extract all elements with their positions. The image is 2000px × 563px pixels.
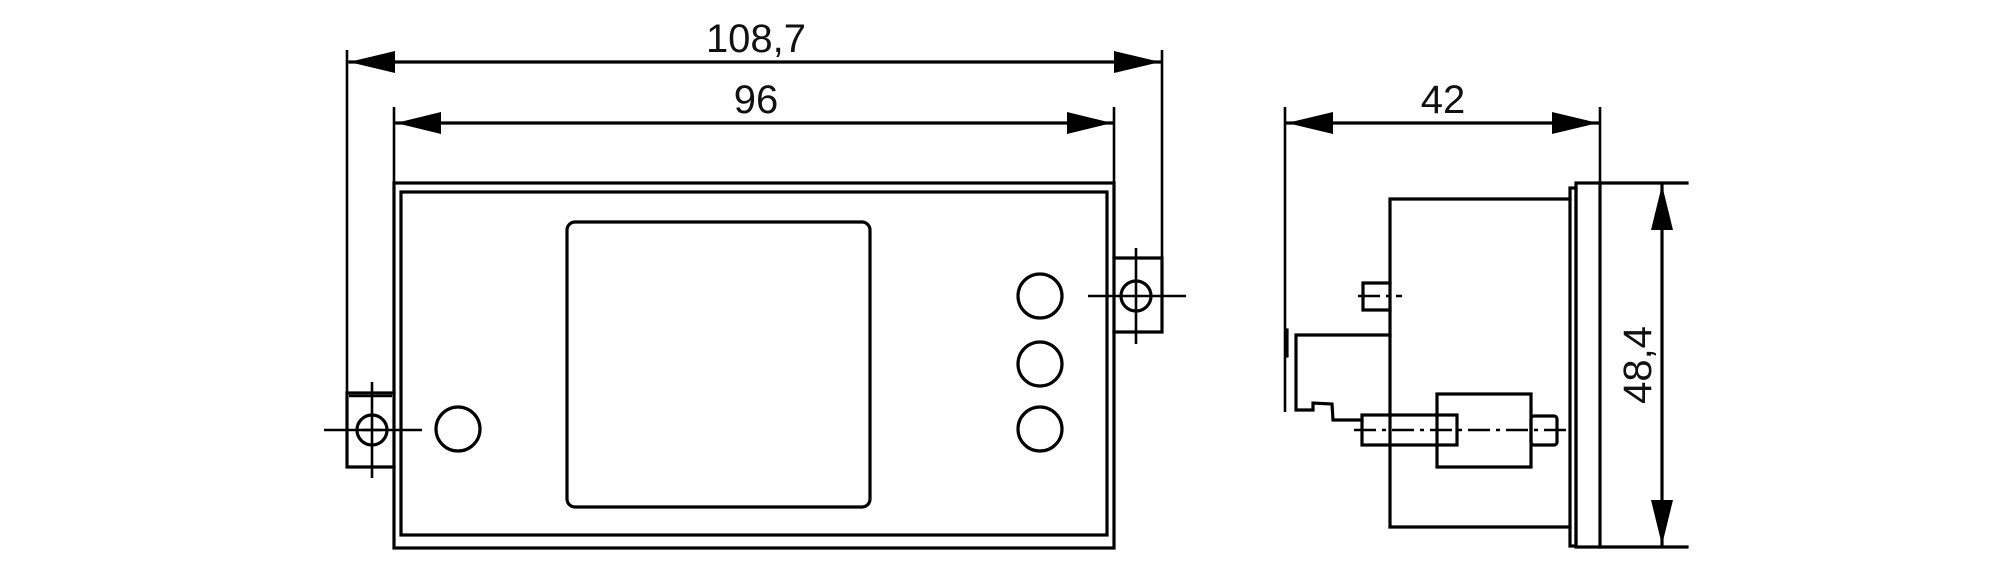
button-right-middle-circle bbox=[1016, 340, 1064, 388]
button-left-circle bbox=[434, 405, 482, 453]
side-clip-profile bbox=[1294, 333, 1392, 422]
button-right-top-circle bbox=[1016, 272, 1064, 320]
display-window bbox=[565, 220, 872, 509]
housing-outer-frame bbox=[392, 181, 1116, 550]
side-screw-upper bbox=[1358, 281, 1402, 312]
clamp-screw bbox=[1354, 392, 1566, 469]
bezel-front bbox=[1574, 181, 1602, 549]
dimension-label-housing-width: 96 bbox=[734, 78, 779, 122]
housing-inner-frame bbox=[399, 190, 1109, 537]
dimension-label-depth: 42 bbox=[1421, 78, 1466, 122]
dimension-label-height: 48,4 bbox=[1616, 326, 1660, 404]
side-body-outline bbox=[1388, 197, 1572, 529]
dimension-label-overall-width: 108,7 bbox=[706, 17, 806, 61]
dimension-depth: 42 bbox=[1283, 78, 1602, 547]
side-view: 42 48,4 bbox=[1283, 78, 1689, 549]
dimension-height: 48,4 bbox=[1616, 184, 1673, 546]
mounting-bracket-right bbox=[1088, 248, 1186, 344]
mounting-bracket-left bbox=[324, 382, 422, 478]
front-view: 108,7 96 bbox=[324, 17, 1186, 550]
dimension-housing-width: 96 bbox=[392, 78, 1116, 183]
button-right-bottom-circle bbox=[1016, 405, 1064, 453]
